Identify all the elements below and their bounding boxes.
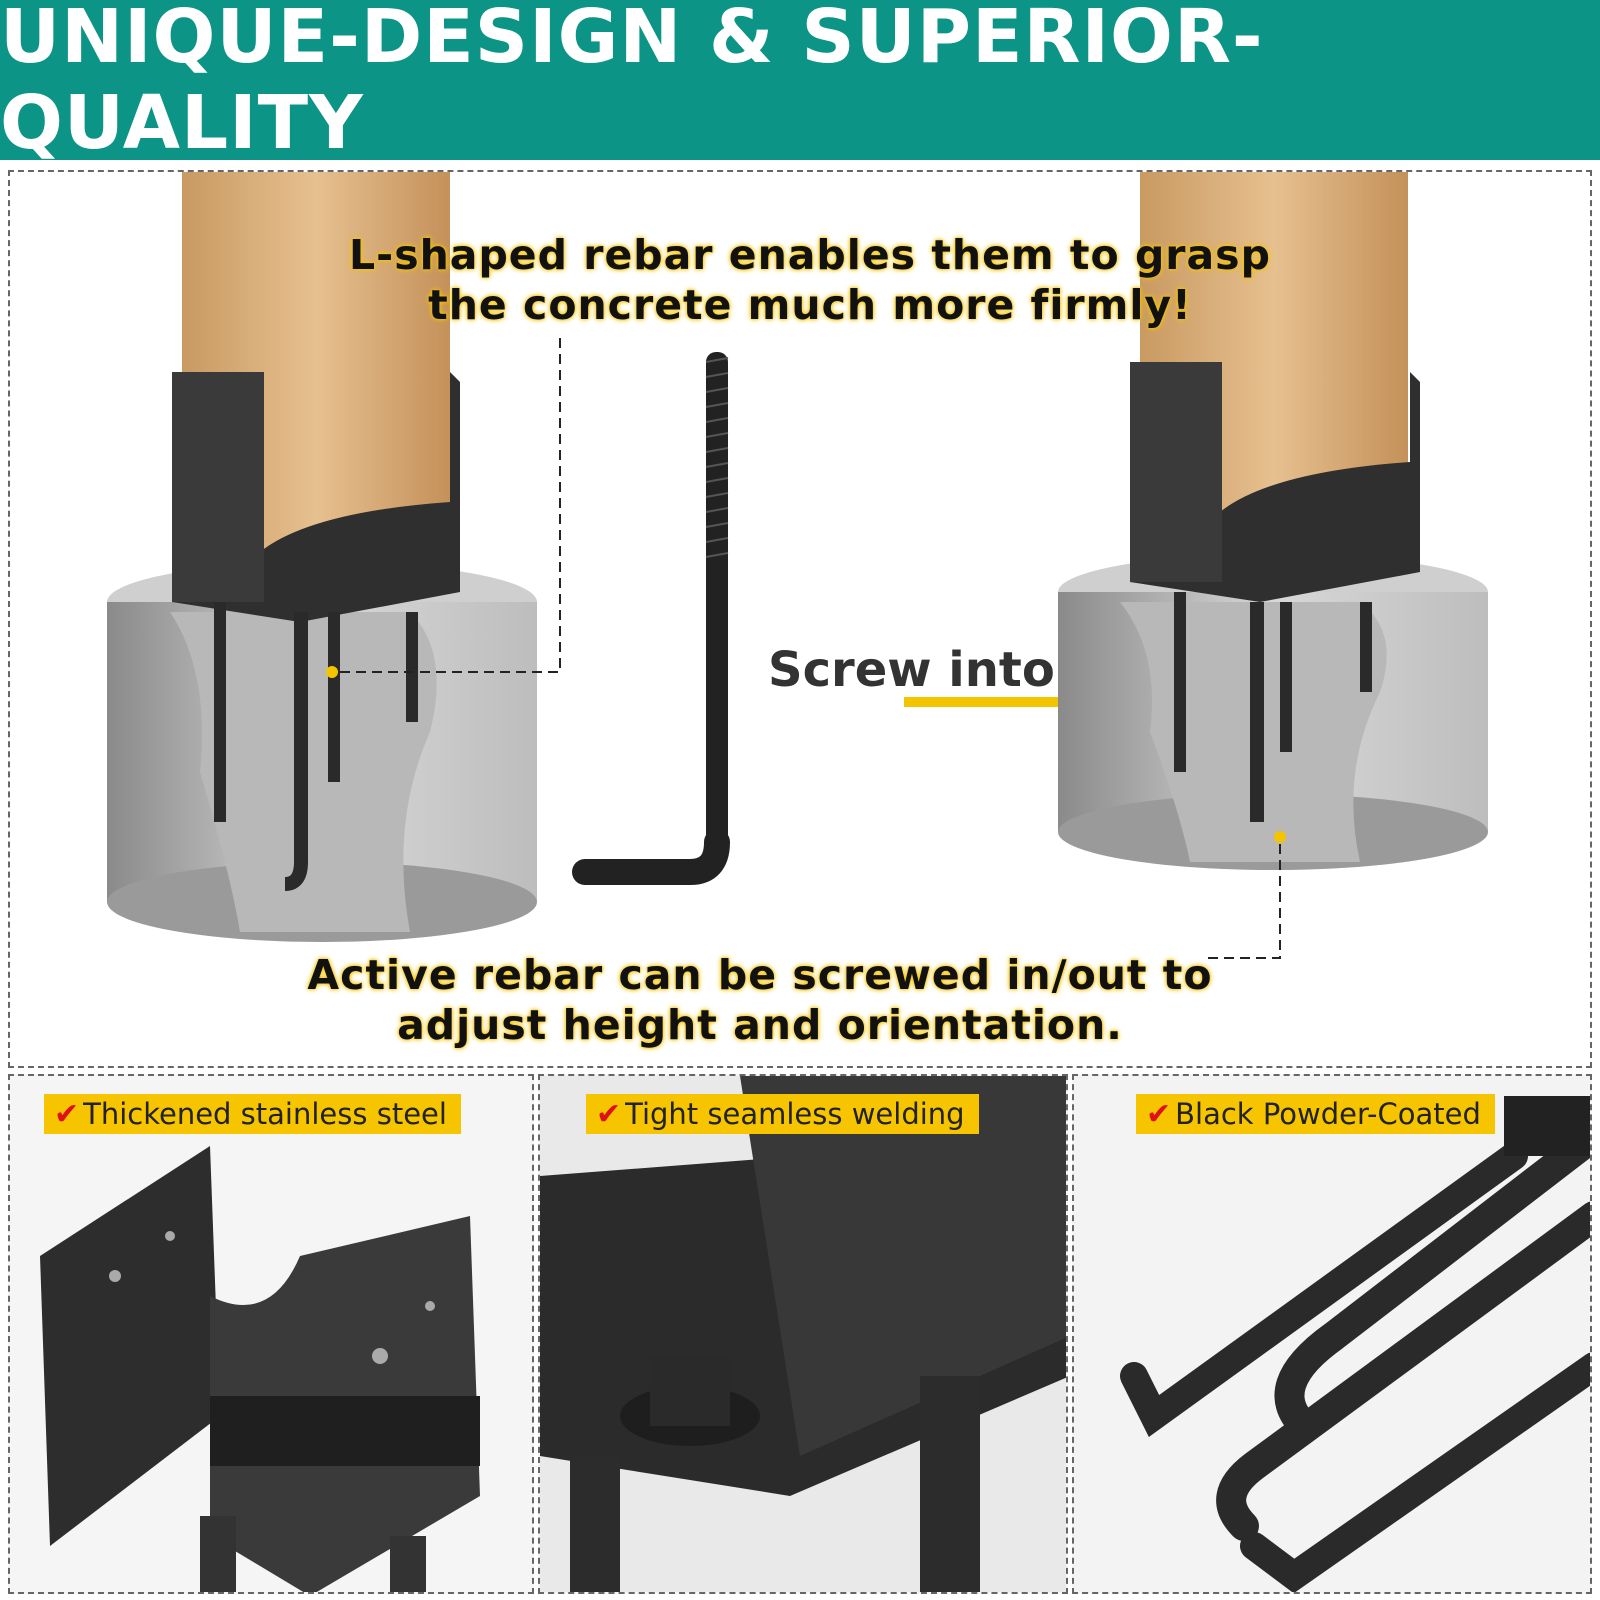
red-check-icon: ✔	[1146, 1096, 1172, 1132]
screw-into-label: Screw into	[768, 642, 1055, 698]
feature-label: Tight seamless welding	[625, 1097, 965, 1131]
callout-l-shaped: L-shaped rebar enables them to grasp the…	[340, 230, 1280, 330]
callout-bottom-line1: Active rebar can be screwed in/out to	[307, 951, 1213, 999]
callout-active-rebar: Active rebar can be screwed in/out to ad…	[290, 950, 1230, 1050]
welding-closeup-image	[540, 1076, 1066, 1592]
bracket-closeup-image	[40, 1146, 480, 1592]
feature-badge: ✔ Black Powder-Coated	[1136, 1094, 1495, 1134]
hero-illustration	[107, 172, 1488, 959]
feature-row: ✔ Thickened stainless steel ✔ Tight seam…	[8, 1074, 1592, 1594]
callout-top-line1: L-shaped rebar enables them to grasp	[349, 231, 1271, 279]
right-post-assembly	[1058, 172, 1488, 959]
page-title: UNIQUE-DESIGN & SUPERIOR-QUALITY	[0, 0, 1264, 166]
marker-dot	[326, 666, 338, 678]
feature-seamless-welding: ✔ Tight seamless welding	[538, 1074, 1068, 1594]
red-check-icon: ✔	[54, 1096, 80, 1132]
hero-panel: L-shaped rebar enables them to grasp the…	[8, 170, 1592, 1068]
callout-top-line2: the concrete much more firmly!	[428, 281, 1192, 329]
marker-dot	[1274, 831, 1286, 843]
feature-thickened-steel: ✔ Thickened stainless steel	[8, 1074, 534, 1594]
rebar-closeup-image	[1074, 1076, 1590, 1592]
feature-label: Thickened stainless steel	[83, 1097, 447, 1131]
callout-bottom-line2: adjust height and orientation.	[397, 1001, 1123, 1049]
header-banner: UNIQUE-DESIGN & SUPERIOR-QUALITY	[0, 0, 1600, 166]
feature-badge: ✔ Thickened stainless steel	[44, 1094, 461, 1134]
left-post-assembly	[107, 172, 561, 942]
feature-powder-coated: ✔ Black Powder-Coated	[1072, 1074, 1592, 1594]
feature-label: Black Powder-Coated	[1175, 1097, 1481, 1131]
red-check-icon: ✔	[596, 1096, 622, 1132]
feature-badge: ✔ Tight seamless welding	[586, 1094, 979, 1134]
l-rebar	[572, 352, 730, 885]
